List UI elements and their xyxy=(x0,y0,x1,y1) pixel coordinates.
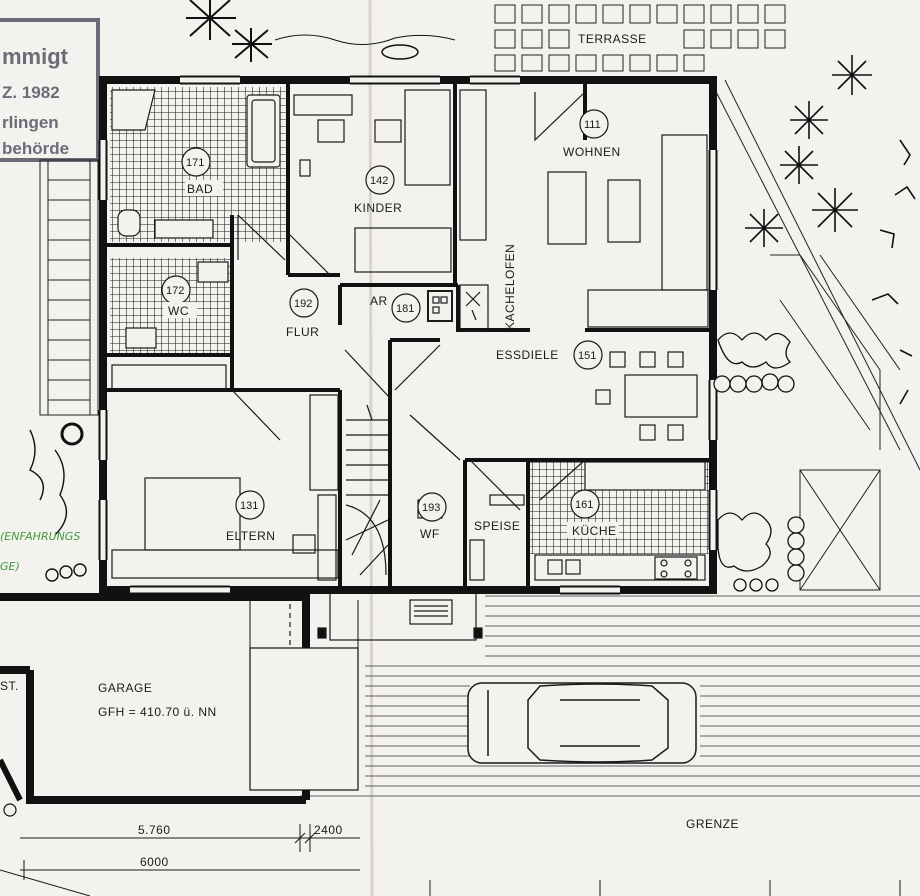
dimension-6000: 6000 xyxy=(140,855,169,869)
room-number-wohnen: 111 xyxy=(584,119,601,131)
room-label-wf: WF xyxy=(420,527,440,541)
terrace-label: TERRASSE xyxy=(578,32,647,46)
approval-stamp: mmigt Z. 1982 rlingen behörde xyxy=(0,18,100,162)
room-label-wohnen: WOHNEN xyxy=(563,145,621,159)
room-label-essdiele: ESSDIELE xyxy=(496,348,559,362)
room-label-wc: WC xyxy=(168,304,189,318)
room-number-essdiele: 151 xyxy=(578,350,596,362)
stamp-line-2: Z. 1982 xyxy=(2,83,60,102)
room-number-wc: 172 xyxy=(166,285,184,297)
room-label-ar: AR xyxy=(370,294,388,308)
stamp-line-3: rlingen xyxy=(2,113,59,132)
room-label-kinder: KINDER xyxy=(354,201,402,215)
room-label-flur: FLUR xyxy=(286,325,319,339)
garage-elevation: GFH = 410.70 ü. NN xyxy=(98,705,217,719)
room-label-bad: BAD xyxy=(187,182,213,196)
shrub-icon xyxy=(713,332,805,592)
bathtub xyxy=(246,94,281,168)
room-label-speise: SPEISE xyxy=(474,519,520,533)
garage-st-label: ST. xyxy=(0,679,19,693)
bath-toilet xyxy=(117,209,141,237)
room-label-eltern: ELTERN xyxy=(226,529,275,543)
room-label-kueche: KÜCHE xyxy=(572,524,617,538)
tree-icon xyxy=(745,55,916,405)
dimension-5760: 5.760 xyxy=(138,823,171,837)
room-number-wf: 193 xyxy=(422,502,440,514)
shrub-icon xyxy=(29,422,87,582)
wc-toilet xyxy=(197,261,229,283)
room-number-kinder: 142 xyxy=(370,175,388,187)
room-number-ar: 181 xyxy=(396,303,414,315)
room-number-eltern: 131 xyxy=(240,500,258,512)
room-number-kueche: 161 xyxy=(575,499,593,511)
shower xyxy=(111,89,156,131)
boundary-label: GRENZE xyxy=(686,817,739,831)
pencil-note-2: GE) xyxy=(0,560,20,573)
shrub-icon xyxy=(186,0,456,62)
room-number-flur: 192 xyxy=(294,298,312,310)
room-number-bad: 171 xyxy=(186,157,204,169)
dimension-2400: 2400 xyxy=(314,823,343,837)
terrace-tiles xyxy=(494,4,786,72)
car-icon xyxy=(467,682,697,764)
wc-basin xyxy=(125,327,157,349)
stamp-line-1: mmigt xyxy=(2,44,69,69)
bath-vanity xyxy=(154,219,214,239)
pencil-note-1: (ENFAHRUNGS xyxy=(0,530,80,543)
kachelofen-label: KACHELOFEN xyxy=(503,244,517,330)
garage-label: GARAGE xyxy=(98,681,152,695)
stamp-line-4: behörde xyxy=(2,139,69,158)
